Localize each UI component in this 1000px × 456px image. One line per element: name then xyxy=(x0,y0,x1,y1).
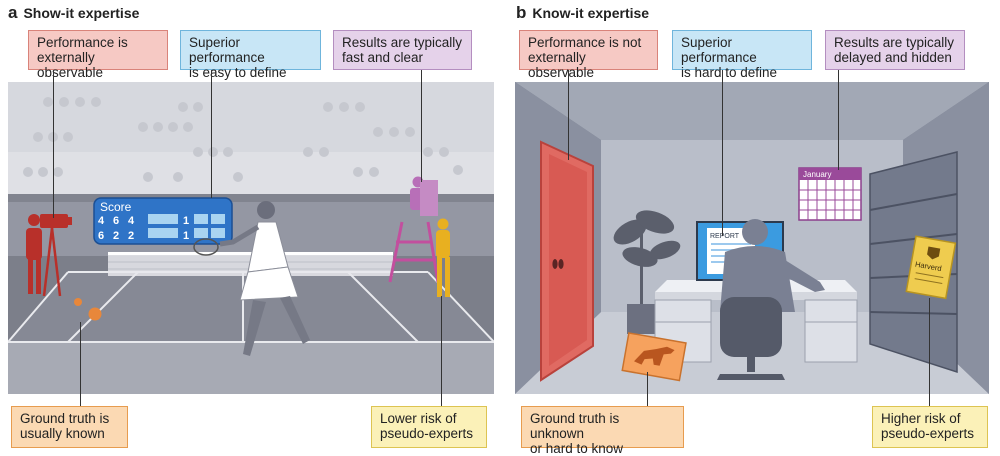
callout-b-ground-truth-line1: Ground truth is unknown xyxy=(530,411,620,441)
leader-line-b-risk xyxy=(929,298,931,406)
callout-b-results-line2: delayed and hidden xyxy=(834,50,952,65)
callout-b-define: Superior performance is hard to define xyxy=(672,30,812,80)
callout-b-define-line2: is hard to define xyxy=(681,65,778,80)
calendar: January xyxy=(798,167,862,221)
callout-b-risk-line1: Higher risk of xyxy=(881,411,961,426)
callout-b-ground-truth-line2: or hard to know xyxy=(530,441,624,456)
tennis-ball-icon xyxy=(88,307,102,321)
callout-a-observable-line2: externally observable xyxy=(37,50,104,80)
callout-a-observable: Performance is externally observable xyxy=(28,30,168,80)
callout-b-risk: Higher risk of pseudo-experts xyxy=(872,406,988,448)
callout-a-define-line1: Superior performance xyxy=(189,35,265,65)
callout-b-risk-line2: pseudo-experts xyxy=(881,426,975,441)
score-r1-c3: 4 xyxy=(128,215,135,227)
calendar-month: January xyxy=(803,170,831,179)
callout-a-risk-line1: Lower risk of xyxy=(380,411,457,426)
score-r2-c3: 2 xyxy=(128,230,134,242)
report-label: REPORT xyxy=(710,233,740,240)
callout-b-observable: Performance is not externally observable xyxy=(519,30,658,80)
leader-line-a-observable xyxy=(53,70,55,218)
leader-line-a-results xyxy=(421,70,423,182)
score-r1-c4: 1 xyxy=(183,215,189,227)
panel-a-title: a Show-it expertise xyxy=(8,3,139,23)
tennis-ball-small-icon xyxy=(74,298,82,306)
callout-b-results: Results are typically delayed and hidden xyxy=(825,30,965,70)
leader-line-b-ground-truth xyxy=(647,372,649,406)
diploma: Harverd xyxy=(905,235,957,300)
office-chair xyxy=(717,297,785,380)
callout-a-risk: Lower risk of pseudo-experts xyxy=(371,406,487,448)
callout-a-define: Superior performance is easy to define xyxy=(180,30,321,80)
score-r1-c1: 4 xyxy=(98,215,105,227)
callout-a-results-line1: Results are typically xyxy=(342,35,463,50)
callout-b-results-line1: Results are typically xyxy=(834,35,955,50)
panel-b-title: b Know-it expertise xyxy=(516,3,649,23)
leader-line-a-define xyxy=(211,70,213,198)
callout-a-results-line2: fast and clear xyxy=(342,50,424,65)
ball-person-figure xyxy=(436,218,450,297)
callout-a-ground-truth-line2: usually known xyxy=(20,426,105,441)
callout-b-observable-line1: Performance is not xyxy=(528,35,642,50)
scoreboard-label: Score xyxy=(100,200,132,214)
leader-line-a-ground-truth xyxy=(80,322,82,406)
score-r2-c2: 2 xyxy=(113,230,119,242)
callout-b-observable-line2: externally observable xyxy=(528,50,595,80)
office-worker-figure xyxy=(720,219,825,312)
leader-line-b-observable xyxy=(568,70,570,160)
dinosaur-picture xyxy=(621,332,687,382)
callout-a-define-line2: is easy to define xyxy=(189,65,287,80)
cameraman-figure xyxy=(26,214,72,297)
callout-a-observable-line1: Performance is xyxy=(37,35,128,50)
callout-b-define-line1: Superior performance xyxy=(681,35,757,65)
panel-b-letter: b xyxy=(516,3,527,22)
callout-a-ground-truth: Ground truth is usually known xyxy=(11,406,128,448)
panel-a-title-text: Show-it expertise xyxy=(23,5,140,21)
umpire-chair xyxy=(388,176,440,283)
leader-line-b-define xyxy=(722,70,724,236)
office-scene: January Harverd REPORT xyxy=(515,82,989,394)
score-r2-c4: 1 xyxy=(183,230,189,242)
score-r2-c1: 6 xyxy=(98,230,104,242)
panel-b-title-text: Know-it expertise xyxy=(532,5,650,21)
callout-a-results: Results are typically fast and clear xyxy=(333,30,472,70)
plant xyxy=(613,210,681,334)
tennis-scene: Score 4 6 4 1 6 2 2 1 xyxy=(8,82,494,394)
leader-line-b-results xyxy=(838,70,840,170)
panel-a-letter: a xyxy=(8,3,18,22)
tennis-player-figure xyxy=(193,201,310,356)
leader-line-a-risk xyxy=(441,296,443,406)
score-r1-c2: 6 xyxy=(113,215,119,227)
callout-a-risk-line2: pseudo-experts xyxy=(380,426,474,441)
callout-b-ground-truth: Ground truth is unknown or hard to know xyxy=(521,406,684,456)
callout-a-ground-truth-line1: Ground truth is xyxy=(20,411,110,426)
